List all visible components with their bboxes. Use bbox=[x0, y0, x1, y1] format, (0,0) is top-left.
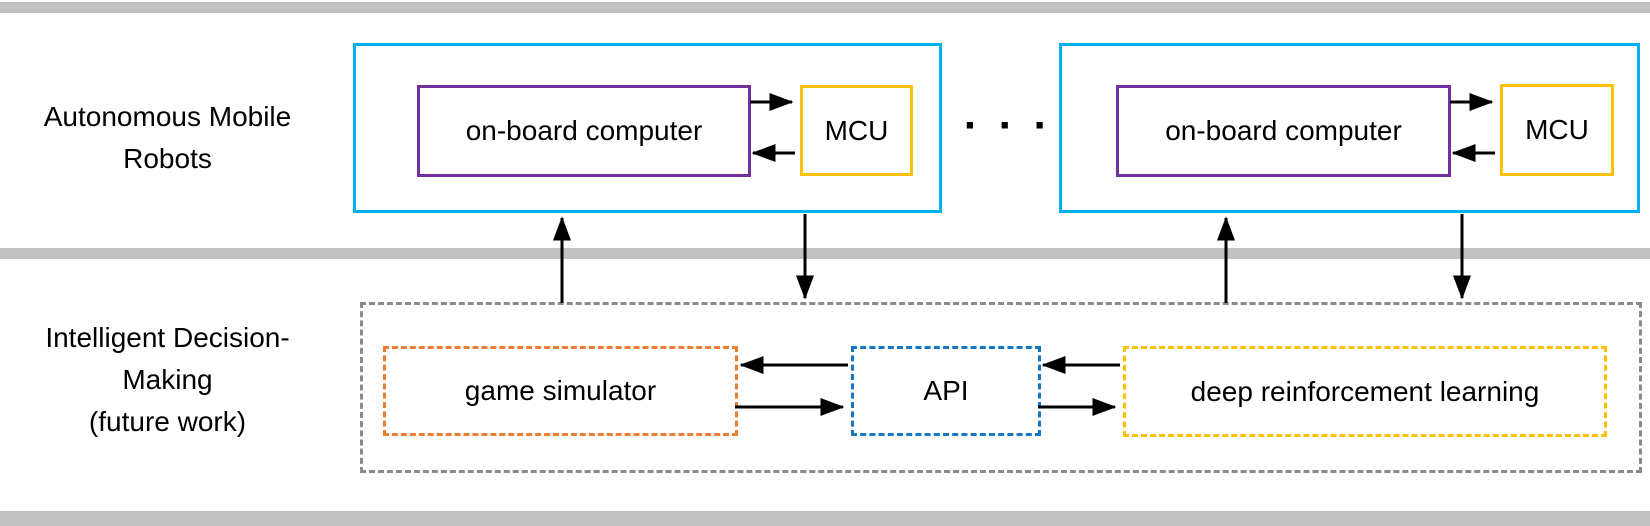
mcu-label-2: MCU bbox=[1525, 114, 1589, 145]
game-simulator-box: game simulator bbox=[383, 346, 738, 436]
mcu-box-1: MCU bbox=[800, 85, 913, 176]
onboard-computer-label-2: on-board computer bbox=[1165, 115, 1402, 146]
api-box: API bbox=[851, 346, 1041, 436]
robot-group-2: on-board computer MCU bbox=[1059, 43, 1640, 213]
divider-bar-middle bbox=[0, 248, 1650, 259]
divider-bar-top bbox=[0, 2, 1650, 13]
mcu-box-2: MCU bbox=[1500, 84, 1614, 176]
deep-reinforcement-learning-box: deep reinforcement learning bbox=[1123, 346, 1607, 437]
intelligent-decision-making-label: Intelligent Decision- Making (future wor… bbox=[45, 322, 290, 437]
onboard-computer-box-1: on-board computer bbox=[417, 85, 751, 177]
autonomous-mobile-robots-label: Autonomous Mobile Robots bbox=[43, 101, 292, 174]
deep-reinforcement-learning-label: deep reinforcement learning bbox=[1190, 375, 1540, 407]
robot-group-1: on-board computer MCU bbox=[353, 43, 942, 213]
onboard-computer-box-2: on-board computer bbox=[1116, 85, 1451, 177]
api-label: API bbox=[923, 375, 969, 406]
robots-ellipsis: · · · bbox=[963, 101, 1053, 150]
divider-bar-bottom bbox=[0, 511, 1650, 526]
onboard-computer-label-1: on-board computer bbox=[465, 115, 703, 146]
game-simulator-label: game simulator bbox=[464, 375, 657, 406]
mcu-label-1: MCU bbox=[824, 114, 889, 146]
future-work-container: game simulator API deep reinforcement le… bbox=[360, 302, 1642, 473]
